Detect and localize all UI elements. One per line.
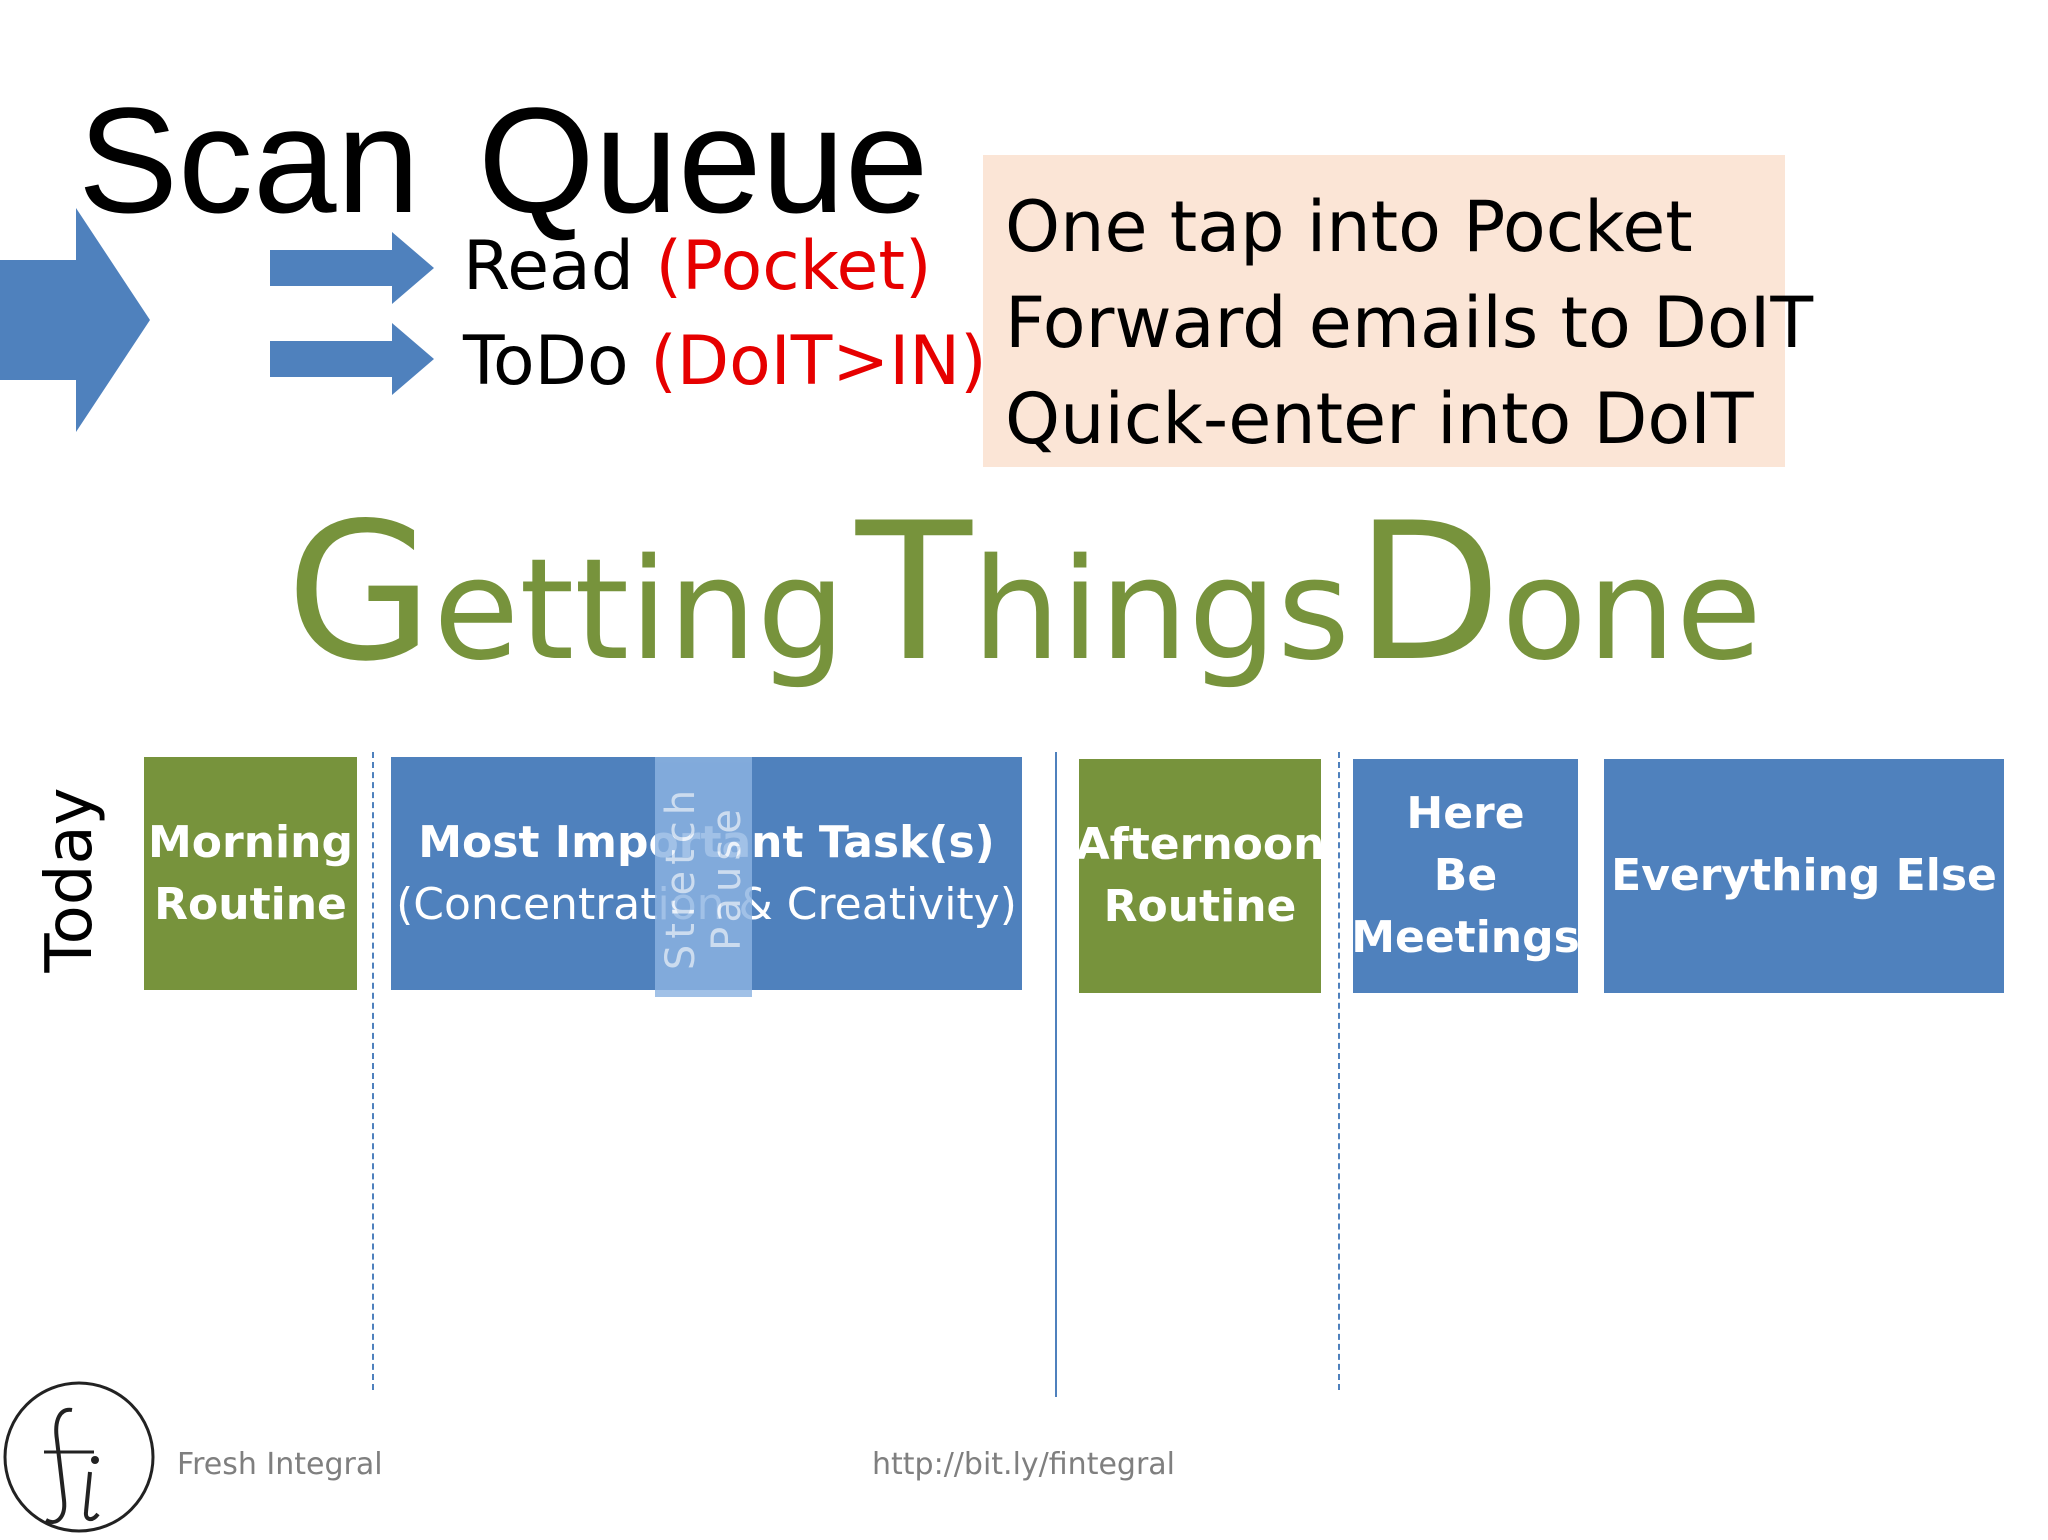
divider-dashed — [372, 752, 374, 1390]
read-label: Read — [463, 227, 634, 306]
everything-else-block: Everything Else — [1604, 759, 2004, 993]
morning-routine-block: Morning Routine — [144, 757, 357, 990]
meetings-block: Here Be Meetings — [1351, 759, 1580, 993]
page-title: Getting Things Done — [286, 482, 1762, 703]
todo-arrow-icon — [270, 323, 434, 395]
today-label: Today — [33, 787, 107, 973]
tips-box: One tap into Pocket Forward emails to Do… — [983, 155, 1814, 467]
afternoon-routine-block: Afternoon Routine — [1076, 759, 1324, 993]
fresh-integral-logo — [2, 1380, 158, 1540]
todo-label: ToDo — [463, 322, 629, 401]
stretch-pause-block: Stretch Pause — [655, 757, 752, 997]
footer-url[interactable]: http://bit.ly/fintegral — [872, 1447, 1176, 1482]
todo-target: (DoIT>IN) — [650, 322, 987, 401]
divider-dashed — [1338, 752, 1340, 1390]
divider-solid — [1055, 752, 1057, 1397]
read-target: (Pocket) — [655, 227, 932, 306]
read-arrow-icon — [270, 232, 434, 304]
read-line: Read (Pocket) — [463, 233, 932, 301]
big-arrow-icon — [0, 208, 152, 432]
tip-item: Quick-enter into DoIT — [1005, 378, 1754, 460]
scan-heading: Scan — [78, 76, 420, 244]
queue-heading: Queue — [478, 76, 929, 244]
todo-line: ToDo (DoIT>IN) — [463, 328, 987, 396]
brand-name: Fresh Integral — [177, 1447, 383, 1482]
tip-item: Forward emails to DoIT — [1005, 282, 1814, 364]
tip-item: One tap into Pocket — [1005, 186, 1693, 268]
